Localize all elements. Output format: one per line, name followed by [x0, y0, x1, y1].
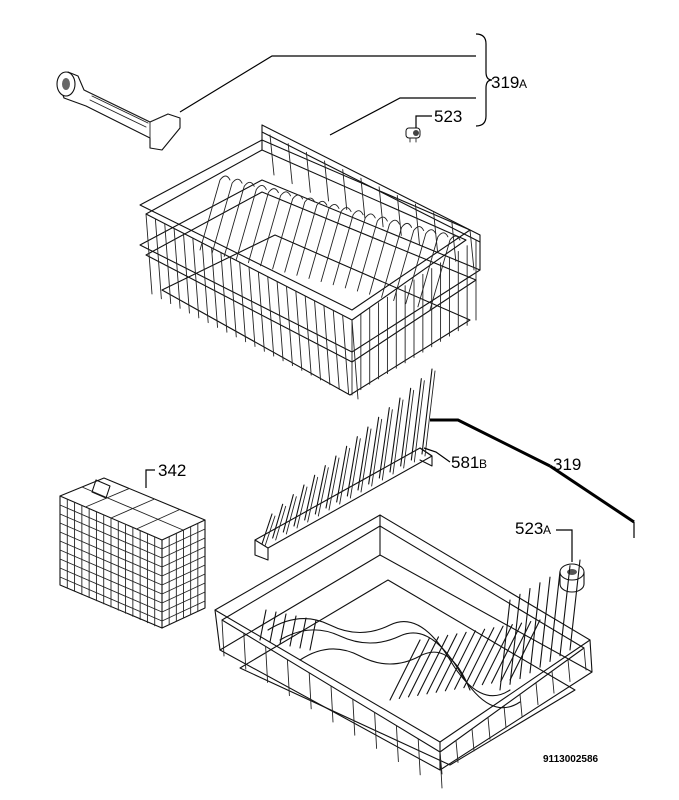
label-upper-basket: 319 [491, 73, 519, 92]
upper-wheel [405, 127, 421, 143]
callout-523a: 523 A [515, 519, 551, 538]
lower-basket [214, 514, 593, 789]
lower-wheel [559, 563, 585, 593]
label-cutlery-basket: 342 [158, 461, 186, 480]
spray-arm-handle [56, 71, 181, 151]
label-lower-wheel: 523 [515, 519, 543, 538]
drawing-code: 9113002586 [543, 754, 599, 765]
cutlery-basket [59, 477, 206, 629]
leader-lines [145, 33, 635, 562]
callout-581b: 581 B [451, 453, 487, 472]
label-upper-wheel: 523 [434, 107, 462, 126]
label-lower-wheel-suffix: A [543, 523, 551, 537]
label-lower-basket: 319 [553, 455, 581, 474]
label-plate-rack-suffix: B [479, 457, 487, 471]
upper-basket [139, 124, 481, 400]
label-plate-rack: 581 [451, 453, 479, 472]
plate-rack [254, 368, 436, 561]
callout-319a: 319 A [491, 73, 527, 92]
label-upper-basket-suffix: A [519, 77, 527, 91]
